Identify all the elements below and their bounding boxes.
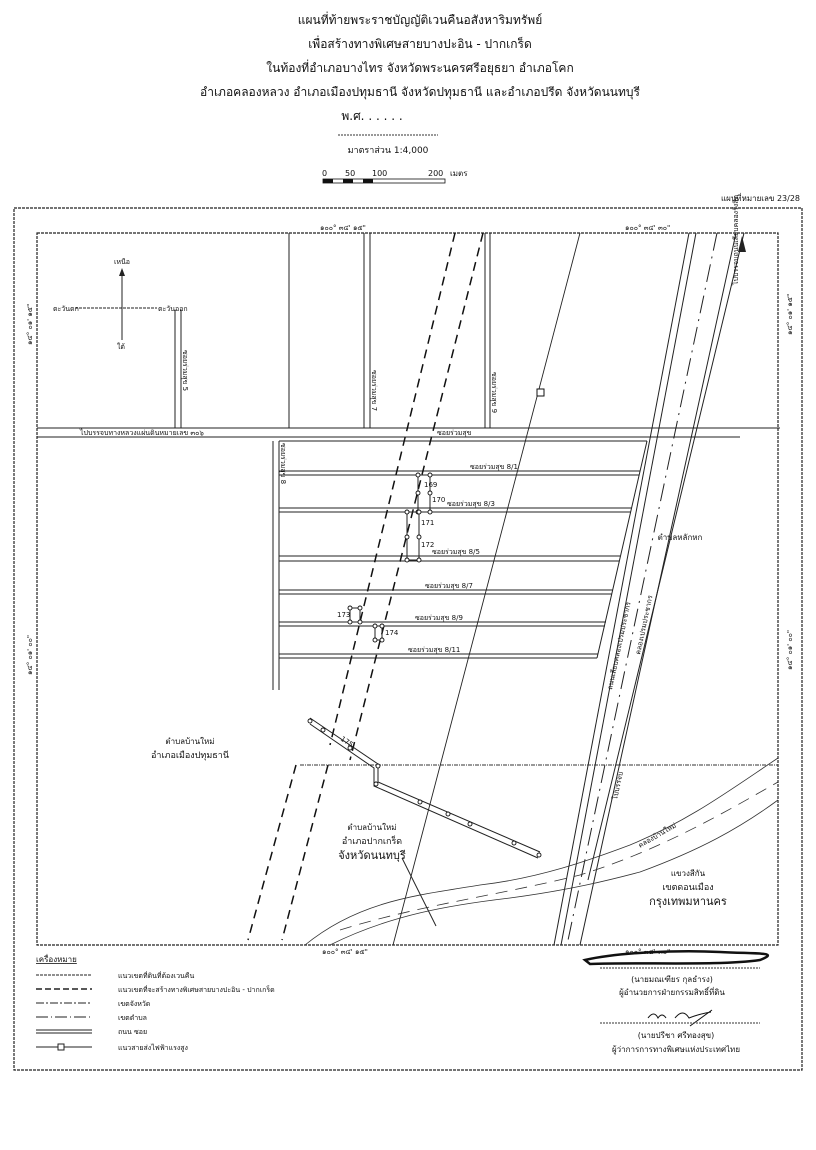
legend: เครื่องหมาย แนวเขตที่ดินที่ต้องเวนคืน แน… bbox=[36, 953, 275, 1052]
title-block: แผนที่ท้ายพระราชบัญญัติเวนคืนอสังหาริมทร… bbox=[200, 11, 641, 156]
coord-right-upper: ๑๔° ๐๑' ๑๕" bbox=[786, 294, 794, 335]
signature-2 bbox=[647, 1009, 713, 1027]
scale-tick: 50 bbox=[345, 169, 355, 178]
map-frame bbox=[36, 232, 779, 946]
parcel-label: 171 bbox=[421, 519, 434, 527]
legend-item: ถนน ซอย bbox=[118, 1028, 147, 1036]
legend-item: เขตตำบล bbox=[118, 1014, 147, 1022]
title-year: พ.ศ. . . . . . bbox=[341, 109, 402, 123]
road-label-soi-top: ซอยร่วมสุข bbox=[437, 429, 472, 437]
coord-right-lower: ๑๔° ๐๑' ๐๐" bbox=[786, 630, 794, 670]
coord-top-right: ๑๐๐° ๓๔' ๓๐" bbox=[625, 224, 670, 232]
road-label-frontage: ถนนเลียบคลองเปรมประชากร bbox=[606, 601, 632, 690]
map-scale: มาตราส่วน 1:4,000 bbox=[348, 146, 429, 156]
title-line-4: อำเภอคลองหลวง อำเภอเมืองปทุมธานี จังหวัด… bbox=[200, 85, 641, 100]
arrow-north-icon bbox=[738, 236, 746, 252]
signature-1 bbox=[582, 950, 769, 966]
expropriated-parcels: 169 170 171 172 173 174 175 bbox=[307, 472, 542, 859]
area-lak-hok: ตำบลหลักหก bbox=[658, 533, 703, 542]
compass-south: ใต้ bbox=[117, 342, 125, 351]
coord-left-upper: ๑๔° ๐๑' ๑๕" bbox=[26, 304, 34, 345]
signatory-2-title: ผู้ว่าการการทางพิเศษแห่งประเทศไทย bbox=[612, 1045, 740, 1055]
area-nonthaburi-province: จังหวัดนนทบุรี bbox=[338, 849, 406, 862]
title-line-1: แผนที่ท้ายพระราชบัญญัติเวนคืนอสังหาริมทร… bbox=[298, 11, 543, 27]
road-label-soi7: ซอยร่วมสุข 7 bbox=[370, 370, 378, 411]
title-line-3: ในท้องที่อำเภอบางไทร จังหวัดพระนครศรีอยุ… bbox=[266, 59, 573, 76]
title-line-2: เพื่อสร้างทางพิเศษสายบางปะอิน - ปากเกร็ด bbox=[308, 35, 532, 51]
legend-item: เขตจังหวัด bbox=[118, 1000, 150, 1008]
road-label-soi9: ซอยร่วมสุข 9 bbox=[490, 372, 498, 413]
legend-item: แนวเขตที่ดินที่ต้องเวนคืน bbox=[118, 971, 194, 980]
power-line bbox=[392, 232, 581, 946]
highway: ไปบรรจบถนนเลียบคลองรังสิต ไปบรรจบ ถนนเลี… bbox=[553, 194, 746, 946]
leader-arrow-icon bbox=[401, 857, 437, 927]
road-label-highway-south: ไปบรรจบ bbox=[610, 771, 625, 802]
scale-unit: เมตร bbox=[450, 169, 468, 178]
scale-tick: 100 bbox=[372, 169, 387, 178]
sheet-number: แผนที่หมายเลข 23/28 bbox=[721, 192, 800, 203]
area-pathum-subdistrict: ตำบลบ้านใหม่ bbox=[165, 737, 214, 746]
outer-frame bbox=[13, 207, 803, 1071]
road-network: ไปบรรจบทางหลวงแผ่นดินหมายเลข ๓๐๖ ซอยร่วม… bbox=[37, 233, 780, 690]
legend-item: แนวเขตที่จะสร้างทางพิเศษสายบางปะอิน - ปา… bbox=[118, 985, 275, 994]
compass-east: ตะวันออก bbox=[158, 305, 188, 313]
scale-tick: 200 bbox=[428, 169, 443, 178]
compass-north: เหนือ bbox=[114, 258, 130, 266]
road-label-main: ไปบรรจบทางหลวงแผ่นดินหมายเลข ๓๐๖ bbox=[79, 428, 204, 437]
parcel-label: 173 bbox=[337, 611, 350, 619]
road-label-highway-north: ไปบรรจบถนนเลียบคลองรังสิต bbox=[731, 194, 740, 286]
area-pathum-district: อำเภอเมืองปทุมธานี bbox=[151, 750, 229, 761]
road-label-soi8-7: ซอยร่วมสุข 8/7 bbox=[425, 582, 473, 590]
area-nonthaburi-district: อำเภอปากเกร็ด bbox=[342, 834, 402, 847]
road-label-soi5: ซอยร่วมสุข 5 bbox=[181, 350, 189, 391]
coord-bottom-left: ๑๐๐° ๓๔' ๑๕" bbox=[322, 948, 368, 956]
area-labels: ตำบลหลักหก ตำบลบ้านใหม่ อำเภอเมืองปทุมธา… bbox=[151, 533, 727, 927]
area-bkk-subdistrict: แขวงสีกัน bbox=[671, 869, 706, 878]
parcel-label: 169 bbox=[424, 481, 437, 489]
scale-tick: 0 bbox=[322, 169, 327, 178]
area-nonthaburi-subdistrict: ตำบลบ้านใหม่ bbox=[347, 823, 396, 832]
expressway-boundary bbox=[247, 232, 484, 941]
compass-west: ตะวันตก bbox=[53, 305, 79, 313]
coord-top-left: ๑๐๐° ๓๔' ๑๕" bbox=[320, 224, 366, 232]
legend-item: แนวสายส่งไฟฟ้าแรงสูง bbox=[118, 1043, 188, 1052]
parcel-label: 170 bbox=[432, 496, 445, 504]
road-label-soi8-5: ซอยร่วมสุข 8/5 bbox=[432, 548, 480, 556]
road-label-soi8-1: ซอยร่วมสุข 8/1 bbox=[470, 463, 518, 471]
compass-icon: เหนือ ใต้ ตะวันตก ตะวันออก bbox=[53, 258, 188, 351]
scale-bar: 0 50 100 200 เมตร bbox=[322, 169, 468, 184]
signatory-1-title: ผู้อำนวยการฝ่ายกรรมสิทธิ์ที่ดิน bbox=[619, 986, 725, 998]
road-label-soi8-9: ซอยร่วมสุข 8/9 bbox=[415, 614, 463, 622]
parcel-label: 174 bbox=[385, 629, 399, 637]
legend-title: เครื่องหมาย bbox=[36, 953, 77, 964]
road-label-soi8-3: ซอยร่วมสุข 8/3 bbox=[447, 500, 495, 508]
parcel-label: 172 bbox=[421, 541, 434, 549]
signatory-1-name: (นายมณเฑียร กุลธำรง) bbox=[631, 975, 713, 984]
coord-left-lower: ๑๔° ๐๑' ๐๐" bbox=[26, 635, 34, 675]
road-label-soi8: ซอยร่วมสุข 8 bbox=[279, 443, 287, 484]
area-bkk-province: กรุงเทพมหานคร bbox=[649, 895, 727, 908]
signature-block: (นายมณเฑียร กุลธำรง) ผู้อำนวยการฝ่ายกรรม… bbox=[582, 950, 769, 1055]
signatory-2-name: (นายปรีชา ศรีทองสุข) bbox=[638, 1031, 714, 1040]
pylon-icon bbox=[536, 388, 545, 397]
area-bkk-district: เขตดอนเมือง bbox=[662, 882, 713, 893]
road-label-soi8-11: ซอยร่วมสุข 8/11 bbox=[408, 646, 460, 654]
